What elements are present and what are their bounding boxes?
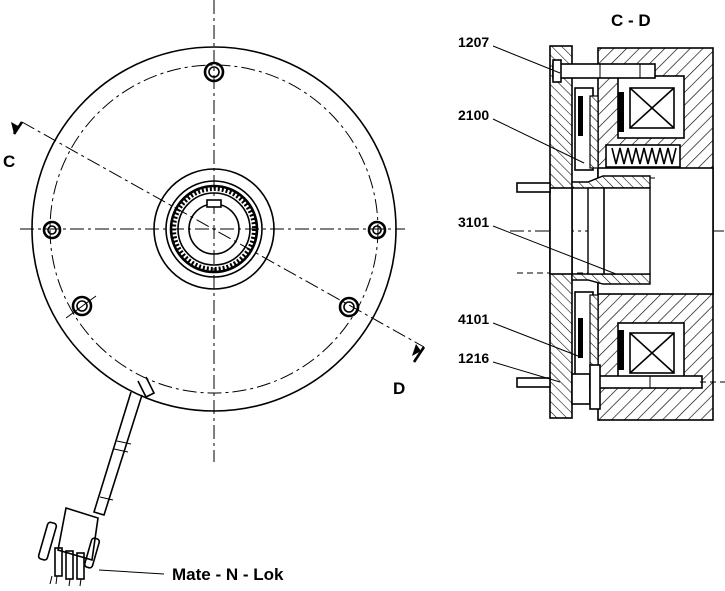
hole-lower-right <box>338 296 360 318</box>
connector-leader <box>98 569 165 575</box>
keyway <box>206 199 222 208</box>
front-view <box>11 0 426 587</box>
shaft-stub <box>516 182 551 193</box>
cut-label-c: C <box>3 152 15 171</box>
hub-upper <box>571 175 651 189</box>
part-label-2100: 2100 <box>458 107 489 123</box>
hole-lower-left <box>65 295 97 319</box>
cut-label-d: D <box>393 379 405 398</box>
spring-cavity <box>605 144 681 168</box>
section-view <box>492 45 725 421</box>
cable <box>92 376 156 516</box>
section-title: C - D <box>611 11 651 30</box>
part-leaders <box>492 45 617 383</box>
part-label-3101: 3101 <box>458 214 489 230</box>
part-label-1207: 1207 <box>458 34 489 50</box>
mate-n-lok-connector <box>37 506 101 587</box>
spring <box>611 147 677 165</box>
outer-housing-circle <box>31 46 397 412</box>
bolt-circle <box>49 64 379 394</box>
hub <box>153 168 275 290</box>
hole-left <box>42 220 62 240</box>
section-line-c-d <box>11 121 426 363</box>
hole-right <box>367 220 387 240</box>
part-label-1216: 1216 <box>458 350 489 366</box>
hole-top <box>203 61 225 83</box>
connector-label: Mate - N - Lok <box>172 565 284 584</box>
part-label-4101: 4101 <box>458 311 489 327</box>
labels: C - D C D 1207 2100 3101 4101 1216 Mate … <box>3 11 651 584</box>
hub-lower <box>571 273 651 285</box>
mounting-holes <box>42 61 387 319</box>
screw-1216 <box>516 364 725 410</box>
screw-1207 <box>552 59 656 83</box>
